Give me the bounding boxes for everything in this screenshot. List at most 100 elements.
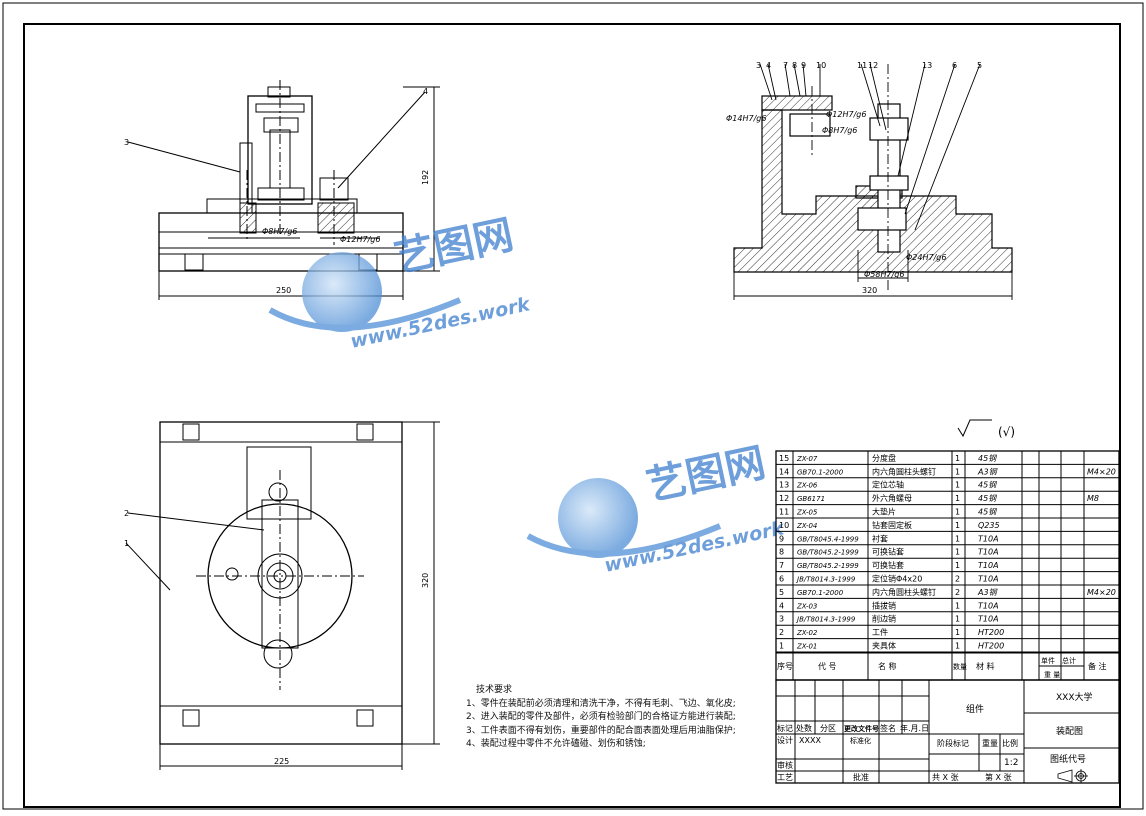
bom-cell-no: 3 (779, 615, 784, 624)
bom-cell-code: ZX-07 (796, 455, 818, 463)
tb-group: 组件 (966, 703, 984, 715)
tb-drawing-name: 装配图 (1056, 725, 1083, 737)
bom-cell-no: 4 (779, 601, 784, 610)
top-height-dim: 320 (421, 573, 430, 588)
bom-cell-code: GB6171 (797, 495, 825, 503)
bom-cell-code: ZX-02 (796, 629, 818, 637)
note-item-2: 2、进入装配的零件及部件，必须有检验部门的合格证方能进行装配; (466, 712, 736, 722)
tb-date: 年.月.日 (900, 723, 929, 733)
bom-cell-material: T10A (978, 601, 999, 610)
bom-cell-material: 45钢 (978, 481, 997, 490)
side-fit-e-dim: Φ58H7/g6 (864, 270, 904, 279)
side-ref-11: 11 (857, 61, 867, 70)
bom-cell-qty: 1 (955, 628, 960, 637)
bom-cell-note: M8 (1087, 494, 1099, 503)
side-ref-6: 6 (952, 61, 957, 70)
tb-school: XXX大学 (1056, 691, 1093, 703)
bom-cell-qty: 1 (955, 601, 960, 610)
bom-cell-code: ZX-04 (796, 522, 817, 530)
bom-cell-name: 定位芯轴 (872, 480, 904, 490)
bom-cell-name: 夹具体 (872, 641, 896, 651)
tb-zone: 分区 (820, 724, 836, 733)
tb-mark: 标记 (777, 723, 793, 733)
bom-cell-name: 削边销 (872, 614, 896, 624)
tb-stage-mark: 阶段标记 (937, 738, 969, 748)
side-ref-4: 4 (766, 61, 771, 70)
projection-symbol-icon (1057, 769, 1088, 783)
bom-cell-code: ZX-03 (796, 602, 817, 610)
side-ref-8: 8 (792, 61, 797, 70)
watermark-brand: 艺图网 (391, 212, 518, 282)
roughness-symbol: (√) (957, 419, 1015, 439)
bom-cell-code: GB/T8045.2-1999 (797, 562, 859, 570)
bom-cell-name: 外六角螺母 (872, 493, 912, 503)
front-part-ref-3: 3 (124, 138, 129, 147)
bom-header: 序号 代 号 名 称 数量 材 料 单件 总计 重 量 备 注 (776, 652, 1119, 679)
bom-cell-code: GB/T8045.4-1999 (797, 535, 859, 543)
bom-cell-material: HT200 (978, 628, 1004, 637)
side-ref-10: 10 (816, 61, 826, 70)
side-ref-12: 12 (868, 61, 878, 70)
bom-cell-note: M4×20 (1087, 588, 1116, 597)
tb-count: 处数 (796, 723, 812, 733)
note-item-1: 1、零件在装配前必须清理和清洗干净，不得有毛刺、飞边、氧化皮; (466, 698, 736, 709)
tb-scale-label: 比例 (1002, 738, 1018, 748)
title-block-text: 标记 处数 分区 更改文件号 签名 年.月.日 设计 XXXX 标准化 审核 工… (777, 691, 1093, 783)
bom-cell-no: 8 (779, 548, 784, 557)
bom-cell-code: JB/T8014.3-1999 (795, 616, 856, 624)
bom-cell-qty: 1 (955, 454, 960, 463)
side-fit-b-dim: Φ12H7/g6 (826, 110, 866, 119)
top-width-dim: 225 (274, 757, 289, 766)
bom-header-note: 备 注 (1088, 661, 1107, 671)
bom-cell-qty: 1 (955, 548, 960, 557)
bom-cell-material: T10A (978, 575, 999, 584)
bom-cell-qty: 1 (955, 508, 960, 517)
side-ref-7: 7 (783, 61, 788, 70)
bom-header-qty: 数量 (953, 662, 967, 671)
watermark-2: 艺图网 www.52des.work (526, 440, 787, 577)
bom-cell-material: HT200 (978, 642, 1004, 651)
bom-cell-no: 10 (779, 521, 789, 530)
bom-cell-name: 大垫片 (872, 507, 896, 517)
tb-drawing-code: 图纸代号 (1050, 753, 1086, 765)
technical-requirements: 技术要求 1、零件在装配前必须清理和清洗干净，不得有毛刺、飞边、氧化皮; 2、进… (466, 684, 776, 752)
bom-cell-qty: 2 (955, 575, 960, 584)
bom-cell-code: GB/T8045.2-1999 (797, 549, 859, 557)
bom-cell-qty: 1 (955, 642, 960, 651)
watermark-brand-2: 艺图网 (643, 440, 770, 510)
bom-header-code: 代 号 (818, 661, 837, 671)
bom-cell-no: 14 (779, 467, 789, 476)
bom-cell-no: 11 (779, 508, 789, 517)
bom-cell-qty: 1 (955, 534, 960, 543)
tb-sheets: 共 X 张 (932, 773, 959, 782)
bom-cell-name: 可换钻套 (872, 547, 904, 557)
bom-cell-name: 钻套固定板 (872, 520, 912, 530)
bom-cell-material: 45钢 (978, 454, 997, 463)
bom-cell-no: 1 (779, 642, 784, 651)
top-ref-2: 2 (124, 509, 129, 518)
bom-cell-material: 45钢 (978, 508, 997, 517)
side-ref-13: 13 (922, 61, 932, 70)
bom-row: 4 ZX-03 插拔销 1 T10A (779, 600, 999, 610)
tb-scale: 1:2 (1004, 758, 1018, 768)
bom-cell-name: 插拔销 (872, 600, 896, 610)
top-view (125, 421, 440, 770)
bom-cell-material: A3钢 (977, 588, 998, 597)
bom-cell-no: 13 (779, 481, 789, 490)
front-height-dim: 192 (421, 170, 430, 185)
top-view-labels: 225 320 2 1 (124, 509, 430, 766)
side-view-labels: 320 Φ14H7/g6 Φ12H7/g6 Φ8H7/g6 Φ24H7/g6 Φ… (726, 61, 982, 295)
bom-cell-qty: 1 (955, 521, 960, 530)
bom-header-weight: 重 量 (1044, 671, 1060, 679)
